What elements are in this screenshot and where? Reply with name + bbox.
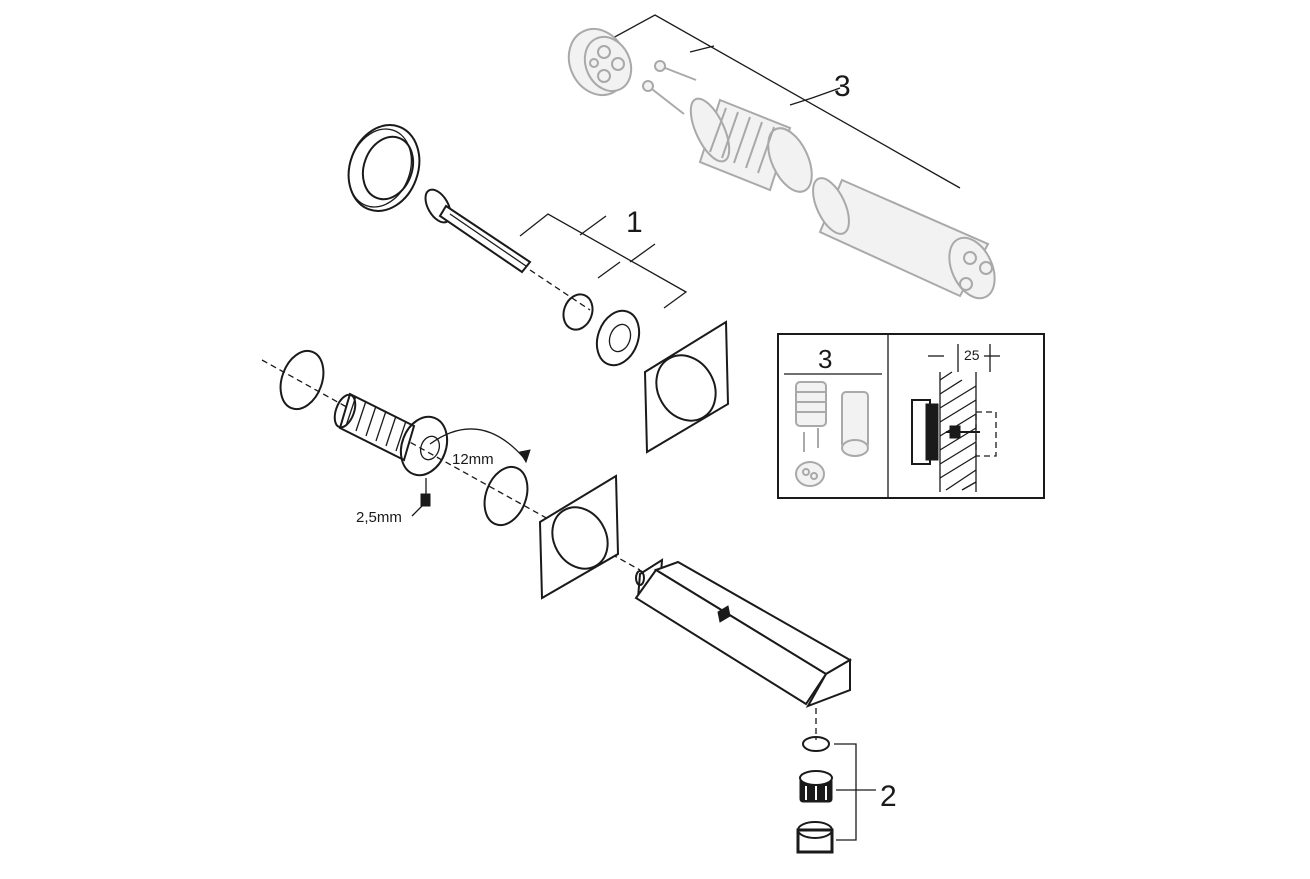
aerator-set-group-2: 2 bbox=[796, 736, 897, 854]
aerator-housing-part bbox=[796, 821, 834, 854]
spout-part bbox=[634, 558, 853, 740]
aerator-washer-part bbox=[802, 736, 830, 752]
inset-sleeve-icon bbox=[795, 381, 827, 427]
handle-assembly-group-1: 1 bbox=[347, 124, 730, 454]
cartridge-body-part bbox=[812, 177, 996, 300]
inset-wall-section bbox=[911, 344, 1000, 492]
wrench-size-12mm: 12mm bbox=[452, 451, 494, 468]
cartridge-set-group-3: 3 bbox=[567, 14, 996, 300]
wall-depth-label: 25 bbox=[964, 347, 980, 363]
washer-part bbox=[595, 309, 641, 367]
aerator-insert-part bbox=[799, 770, 833, 803]
rotation-arrow bbox=[429, 428, 525, 459]
group-3-bracket bbox=[599, 14, 961, 189]
callout-2: 2 bbox=[880, 780, 897, 813]
axis-line-group-1 bbox=[529, 269, 591, 311]
mounting-sleeve-assembly: 12mm 2,5mm bbox=[261, 349, 641, 600]
group-1-bracket bbox=[519, 213, 688, 309]
grub-screw-part bbox=[420, 478, 431, 507]
inset-callout-3: 3 bbox=[818, 344, 832, 374]
o-ring-right-part bbox=[483, 465, 529, 527]
screw-pair-part bbox=[642, 60, 697, 115]
spout-marker bbox=[717, 605, 731, 623]
spindle-part bbox=[438, 204, 532, 274]
valve-head-part bbox=[567, 27, 633, 97]
wrench-size-2-5mm: 2,5mm bbox=[356, 509, 402, 526]
square-rosette-upper bbox=[643, 320, 730, 454]
flange-ring-part bbox=[399, 415, 449, 477]
rotation-arrowhead bbox=[519, 449, 531, 464]
inset-valve-icon bbox=[795, 461, 825, 487]
o-ring-left-part bbox=[279, 349, 325, 411]
callout-1: 1 bbox=[626, 206, 643, 239]
threaded-sleeve-part bbox=[689, 97, 813, 193]
lock-ring-part bbox=[347, 124, 421, 212]
threaded-body-part bbox=[333, 392, 416, 462]
square-rosette-lower bbox=[538, 474, 620, 600]
callout-3: 3 bbox=[834, 70, 851, 103]
installation-inset-panel: 3 bbox=[777, 333, 1045, 499]
group-2-bracket bbox=[834, 743, 876, 841]
inset-cartridge-icon bbox=[841, 391, 869, 457]
seal-ring-part bbox=[562, 293, 594, 331]
inset-screws-icon bbox=[803, 428, 819, 452]
